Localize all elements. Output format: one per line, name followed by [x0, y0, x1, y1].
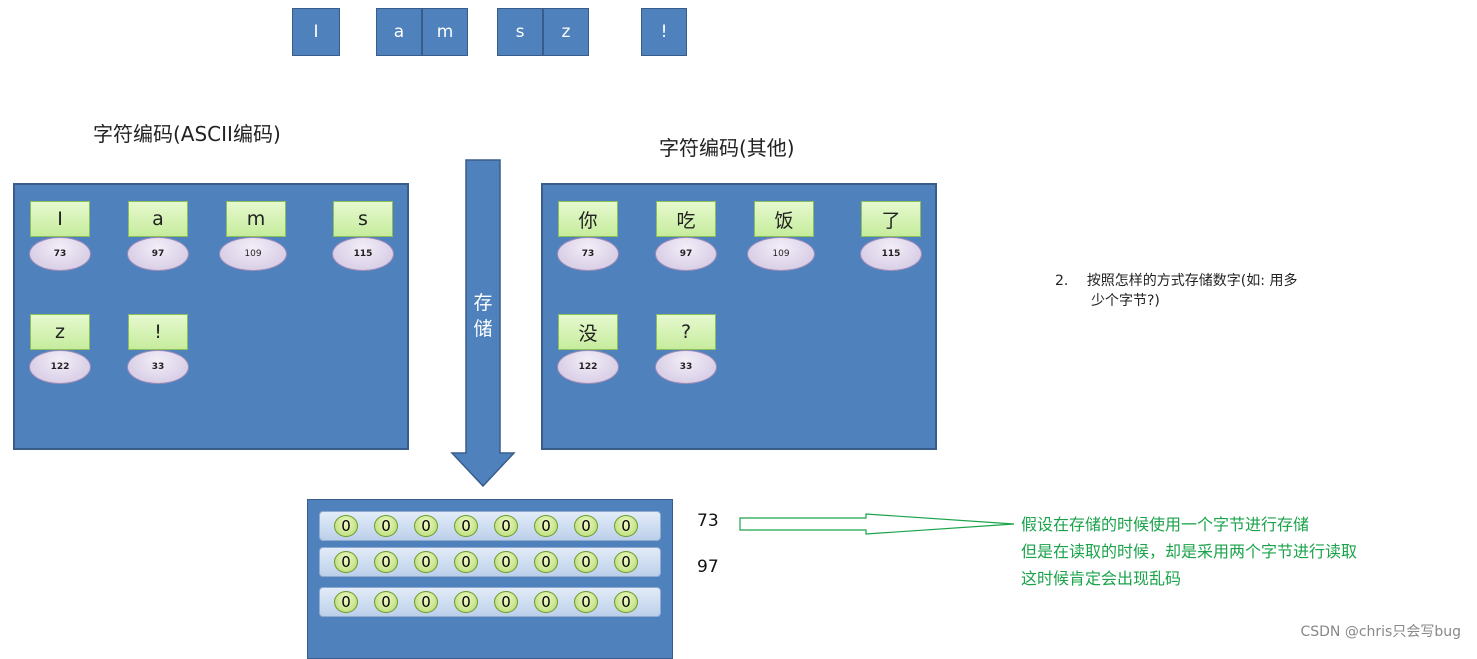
code-oval: 122	[557, 350, 619, 384]
bit-cell: 0	[534, 591, 558, 613]
bit-cell: 0	[334, 515, 358, 537]
ascii-encoding-panel: I 73 a 97 m 109 s 115 z 122 ! 33	[13, 183, 409, 450]
bit-cell: 0	[454, 591, 478, 613]
watermark: CSDN @chris只会写bug	[1300, 624, 1461, 640]
byte-row: 0 0 0 0 0 0 0 0	[319, 547, 661, 577]
bit-cell: 0	[494, 551, 518, 573]
note-line: 这时候肯定会出现乱码	[1021, 569, 1182, 588]
bit-cell: 0	[574, 551, 598, 573]
code-oval: 115	[332, 237, 394, 271]
code-oval: 73	[29, 237, 91, 271]
char-tile: I	[30, 201, 90, 237]
bit-cell: 0	[574, 515, 598, 537]
char-tile: a	[128, 201, 188, 237]
char-tile: ?	[656, 314, 716, 350]
char-tile: z	[30, 314, 90, 350]
byte-row: 0 0 0 0 0 0 0 0	[319, 511, 661, 541]
bit-cell: 0	[414, 591, 438, 613]
bit-cell: 0	[374, 515, 398, 537]
bit-cell: 0	[614, 515, 638, 537]
sentence-letter-box: a	[376, 8, 422, 56]
bit-cell: 0	[334, 591, 358, 613]
other-encoding-panel: 你 73 吃 97 饭 109 了 115 没 122 ? 33	[541, 183, 937, 450]
char-tile: 吃	[656, 201, 716, 237]
other-encoding-caption: 字符编码(其他)	[659, 136, 795, 160]
sentence-letter-box: I	[292, 8, 340, 56]
note-line: 假设在存储的时候使用一个字节进行存储	[1021, 515, 1310, 534]
bit-cell: 0	[494, 515, 518, 537]
code-oval: 33	[655, 350, 717, 384]
code-oval: 122	[29, 350, 91, 384]
store-down-arrow	[450, 159, 516, 488]
sentence-letter-box: z	[543, 8, 589, 56]
char-tile: !	[128, 314, 188, 350]
code-oval: 73	[557, 237, 619, 271]
memory-storage-block: 0 0 0 0 0 0 0 0 0 0 0 0 0 0 0 0 0 0 0 0 …	[307, 499, 673, 659]
code-oval: 33	[127, 350, 189, 384]
bit-cell: 0	[374, 551, 398, 573]
code-oval: 97	[655, 237, 717, 271]
char-tile: 了	[861, 201, 921, 237]
bit-cell: 0	[414, 551, 438, 573]
sentence-letter-box: !	[641, 8, 687, 56]
bit-cell: 0	[534, 551, 558, 573]
bit-cell: 0	[454, 515, 478, 537]
bit-cell: 0	[494, 591, 518, 613]
question-line-2: 少个字节?)	[1091, 293, 1160, 309]
storage-question: 2. 按照怎样的方式存储数字(如: 用多 少个字节?)	[1055, 271, 1297, 311]
char-tile: m	[226, 201, 286, 237]
sentence-letter-box: s	[497, 8, 543, 56]
ascii-encoding-caption: 字符编码(ASCII编码)	[93, 122, 281, 146]
code-oval: 115	[860, 237, 922, 271]
bit-cell: 0	[614, 591, 638, 613]
bit-cell: 0	[614, 551, 638, 573]
code-oval: 97	[127, 237, 189, 271]
code-oval: 109	[219, 237, 287, 271]
arrow-label: 存储	[473, 292, 493, 340]
bit-cell: 0	[374, 591, 398, 613]
row-value-label: 97	[697, 557, 719, 577]
sentence-letter-box: m	[422, 8, 468, 56]
question-number: 2.	[1055, 273, 1069, 289]
char-tile: s	[333, 201, 393, 237]
byte-row: 0 0 0 0 0 0 0 0	[319, 587, 661, 617]
bit-cell: 0	[534, 515, 558, 537]
bit-cell: 0	[454, 551, 478, 573]
bit-cell: 0	[414, 515, 438, 537]
note-line: 但是在读取的时候，却是采用两个字节进行读取	[1021, 542, 1358, 561]
code-oval: 109	[747, 237, 815, 271]
bit-cell: 0	[334, 551, 358, 573]
note-pointer-arrow	[739, 513, 1015, 535]
row-value-label: 73	[697, 511, 719, 531]
question-line-1: 按照怎样的方式存储数字(如: 用多	[1086, 273, 1298, 289]
bit-cell: 0	[574, 591, 598, 613]
char-tile: 你	[558, 201, 618, 237]
char-tile: 没	[558, 314, 618, 350]
char-tile: 饭	[754, 201, 814, 237]
